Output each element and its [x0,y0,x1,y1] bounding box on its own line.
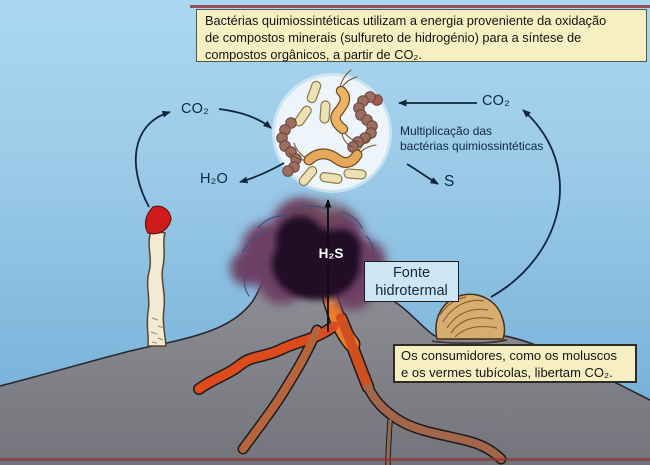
tube-worm-tube [146,230,167,347]
title-line-1: Bactérias quimiossintéticas utilizam a e… [205,13,607,28]
seafloor-rock [0,236,650,465]
consumers-line-2: e os vermes tubícolas, libertam CO₂. [401,364,613,380]
multiplication-line-2: bactérias quimiossintéticas [400,138,544,153]
consumers-line-1: Os consumidores, como os moluscos [401,348,618,363]
tube-worm-texture [150,317,165,344]
mollusc-shell [431,293,508,344]
title-line-2: de compostos minerais (sulfureto de hidr… [205,29,582,45]
mollusc-shell-ridges [439,296,498,338]
cycle-arrows [134,99,561,332]
title-line-3: compostos orgânicos, a partir de CO₂. [205,46,422,62]
top-frame-line [190,5,650,8]
arrow-worm-to-co2 [134,110,171,208]
co2-label-right: CO₂ [482,93,510,109]
h2s-label: H₂S [318,246,344,261]
arrow-co2-to-circle [218,108,272,129]
sulfur-label: S [444,173,455,190]
hydrothermal-vent-box: Fonte hidrotermal [364,261,459,302]
consumers-box: Os consumidores, como os moluscos e os v… [393,344,637,383]
arrow-circle-to-h2o [239,162,285,184]
mollusc-shell-body [435,293,506,340]
tube-worm [144,205,172,347]
fonte-line-2: hidrotermal [375,283,448,299]
cocci-chain-left [276,117,302,177]
fonte-line-1: Fonte [392,265,431,281]
title-box: Bactérias quimiossintéticas utilizam a e… [196,9,647,62]
spirillum-center [288,137,377,168]
rod-bacteria [294,80,367,187]
h2o-label: H₂O [200,171,228,187]
multiplication-label: Multiplicação das bactérias quimiossinté… [400,124,543,153]
arrow-shell-to-co2 [490,109,561,298]
spirillum-top [330,69,361,148]
multiplication-line-1: Multiplicação das [400,124,493,138]
arrow-circle-to-s [406,163,439,185]
tube-worm-plume [144,205,172,235]
co2-label-left: CO₂ [181,101,209,117]
bottom-frame-line [0,458,650,461]
bacteria-circle [272,69,392,193]
hydrothermal-plume [230,198,386,310]
cocci-chain-right [347,91,383,153]
